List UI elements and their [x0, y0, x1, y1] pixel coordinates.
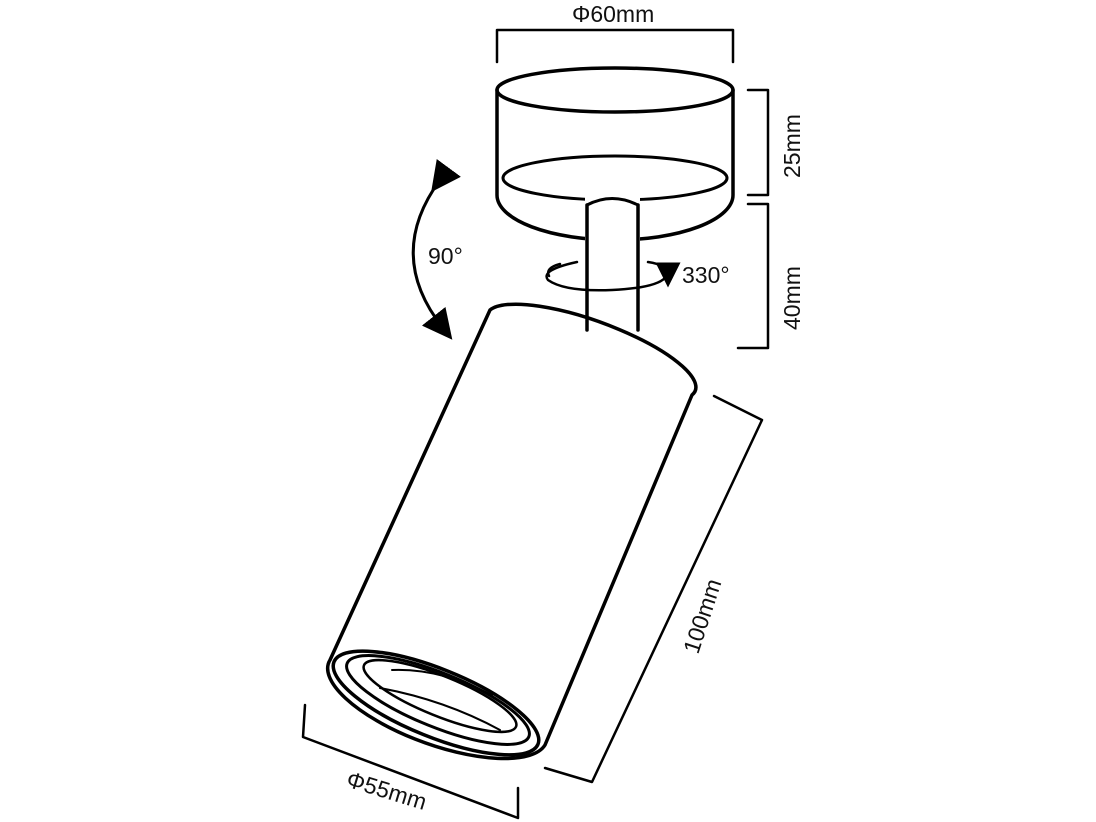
stem: [585, 196, 640, 336]
base-height-dimension-line: [746, 88, 770, 197]
stem-height-label: 40mm: [779, 266, 805, 330]
stem-height-dimension-line: [736, 202, 770, 350]
spot-body: [325, 302, 698, 761]
rotation-angle-label: 330°: [682, 262, 730, 288]
body-diameter-dimension-line: [301, 703, 520, 820]
base-diameter-label: Φ60mm: [572, 1, 654, 27]
base-diameter-dimension-line: [495, 28, 735, 64]
body-length-label: 100mm: [678, 576, 726, 657]
tilt-arrow-icon: [411, 159, 461, 340]
tilt-angle-label: 90°: [428, 243, 463, 269]
rotation-arrow-icon: [545, 260, 681, 292]
body-diameter-label: Φ55mm: [344, 766, 430, 815]
base-height-label: 25mm: [779, 114, 805, 178]
body-length-dimension-line: [543, 394, 764, 784]
